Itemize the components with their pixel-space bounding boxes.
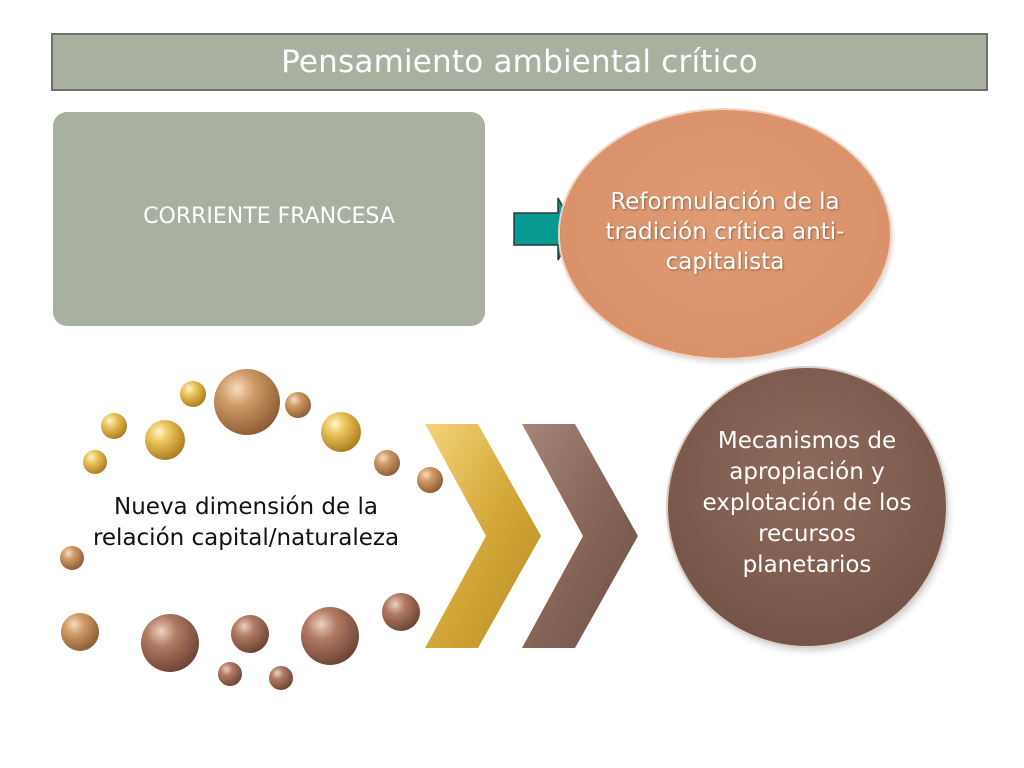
reformulacion-label: Reformulación de la tradición crítica an… [605,189,845,275]
title-bar: Pensamiento ambiental crítico [51,33,988,91]
corriente-francesa-box: CORRIENTE FRANCESA [53,112,485,326]
mecanismos-circle: Mecanismos de apropiación y explotación … [668,368,946,646]
slide-title: Pensamiento ambiental crítico [281,44,758,80]
bubble-cycle [60,369,443,690]
mecanismos-label: Mecanismos de apropiación y explotación … [702,427,912,578]
reformulacion-oval: Reformulación de la tradición crítica an… [560,110,890,358]
chevron-brown-icon [522,424,638,648]
chevron-gold-icon [425,424,541,648]
corriente-francesa-label: CORRIENTE FRANCESA [143,203,395,229]
nueva-dimension-label: Nueva dimensión de la relación capital/n… [92,494,400,551]
